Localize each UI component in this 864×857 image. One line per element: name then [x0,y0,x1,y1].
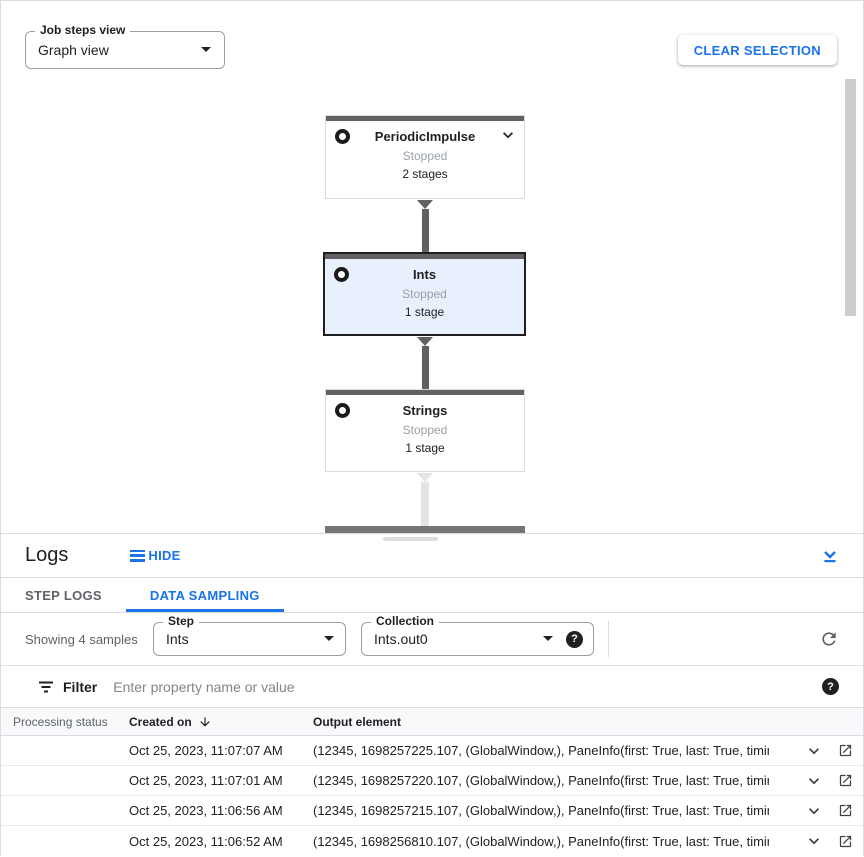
table-row[interactable]: Oct 25, 2023, 11:07:01 AM (12345, 169825… [1,766,863,796]
output-element-cell: (12345, 1698257215.107, (GlobalWindow,),… [313,803,769,818]
expand-row-icon[interactable] [804,741,824,761]
edge-arrowhead [417,473,433,482]
node-title: PeriodicImpulse [374,129,476,144]
expand-row-icon[interactable] [804,801,824,821]
collection-help-icon[interactable]: ? [566,630,583,648]
node-stages: 1 stage [405,441,445,455]
job-steps-view-value: Graph view [38,42,109,58]
collection-select-label: Collection [371,614,440,628]
collection-select-value: Ints.out0 [374,631,428,647]
dropdown-arrow-icon [543,636,553,641]
edge-arrowhead [417,337,433,346]
step-select-label: Step [163,614,200,628]
open-in-new-icon[interactable] [838,743,853,758]
logs-header: Logs HIDE [1,534,863,578]
node-status: Stopped [402,149,448,163]
processing-status-cell [1,743,129,758]
output-element-cell: (12345, 1698257220.107, (GlobalWindow,),… [313,773,769,788]
row-actions [769,801,863,821]
filter-icon [39,681,53,692]
graph-node-ints[interactable]: Ints Stopped 1 stage [323,252,526,336]
panel-resize-handle[interactable] [383,537,438,541]
step-select[interactable]: Step Ints [153,614,346,656]
step-select-value: Ints [166,631,189,647]
filter-input[interactable] [113,678,822,695]
column-processing-status: Processing status [13,714,108,729]
edge-ints-to-strings [417,337,433,389]
logs-panel-title: Logs [25,544,69,566]
tab-data-sampling[interactable]: DATA SAMPLING [125,578,284,612]
list-lines-icon [130,549,146,562]
open-in-new-icon[interactable] [838,803,853,818]
hide-label: HIDE [148,548,181,563]
graph-node-partial[interactable] [325,526,525,533]
dropdown-arrow-icon [324,636,334,641]
node-topbar [326,390,524,395]
node-title: Strings [402,403,448,418]
expand-row-icon[interactable] [804,831,824,851]
row-actions [769,741,863,761]
edge-line [421,482,429,526]
dropdown-arrow-icon [201,47,211,52]
column-created-on[interactable]: Created on [129,715,313,729]
table-row[interactable]: Oct 25, 2023, 11:07:07 AM (12345, 169825… [1,736,863,766]
processing-status-cell [1,803,129,818]
open-in-new-icon[interactable] [838,773,853,788]
transform-icon [335,129,350,144]
hide-logs-button[interactable]: HIDE [130,548,180,563]
job-steps-view-label: Job steps view [35,23,131,37]
open-in-new-icon[interactable] [838,834,853,849]
output-element-cell: (12345, 1698256810.107, (GlobalWindow,),… [313,833,769,849]
table-row[interactable]: Oct 25, 2023, 11:06:52 AM (12345, 169825… [1,826,863,856]
node-title: Ints [412,267,437,282]
logs-tabs: STEP LOGS DATA SAMPLING [1,578,863,613]
node-topbar [326,116,524,121]
created-on-cell: Oct 25, 2023, 11:06:56 AM [129,803,283,818]
node-topbar [325,254,524,259]
job-graph-section: Job steps view Graph view CLEAR SELECTIO… [1,1,863,533]
node-status: Stopped [402,287,447,301]
column-created-on-label: Created on [129,714,192,729]
refresh-icon[interactable] [819,629,839,649]
transform-icon [335,403,350,418]
collapse-panel-icon[interactable] [821,547,839,565]
sort-descending-icon[interactable] [198,715,212,729]
controls-divider [608,621,609,657]
clear-selection-button[interactable]: CLEAR SELECTION [677,35,837,65]
node-stages: 2 stages [402,167,448,181]
processing-status-cell [1,834,129,849]
node-stages: 1 stage [404,305,445,319]
filter-label: Filter [63,678,98,695]
processing-status-cell [1,773,129,788]
table-row[interactable]: Oct 25, 2023, 11:06:56 AM (12345, 169825… [1,796,863,826]
graph-node-periodicimpulse[interactable]: PeriodicImpulse Stopped 2 stages [325,115,525,199]
edge-strings-to-next [417,473,433,526]
tab-step-logs[interactable]: STEP LOGS [25,587,102,603]
row-actions [769,831,863,851]
expand-row-icon[interactable] [804,771,824,791]
node-status: Stopped [402,423,448,437]
output-element-cell: (12345, 1698257225.107, (GlobalWindow,),… [313,743,769,758]
sampling-controls-row: Showing 4 samples Step Ints Collection I… [1,613,863,666]
created-on-cell: Oct 25, 2023, 11:07:07 AM [129,743,283,758]
samples-summary: Showing 4 samples [25,631,138,647]
created-on-cell: Oct 25, 2023, 11:06:52 AM [129,833,283,849]
edge-line [421,346,429,389]
chevron-down-icon[interactable] [498,125,518,145]
transform-icon [334,267,349,282]
graph-node-strings[interactable]: Strings Stopped 1 stage [325,389,525,472]
filter-row: Filter ? [1,666,863,707]
created-on-cell: Oct 25, 2023, 11:07:01 AM [129,773,283,788]
job-steps-view-select[interactable]: Job steps view Graph view [25,23,225,69]
filter-help-icon[interactable]: ? [822,678,839,695]
column-output-element: Output element [313,714,402,729]
logs-panel: Logs HIDE STEP LOGS DATA SAMPLING Showin… [1,533,863,857]
edge-line [421,209,429,253]
edge-periodicimpulse-to-ints [417,200,433,253]
table-header: Processing status Created on Output elem… [1,707,863,736]
graph-vertical-scrollbar[interactable] [845,79,856,316]
row-actions [769,771,863,791]
edge-arrowhead [417,200,433,209]
collection-select[interactable]: Collection Ints.out0 ? [361,614,594,656]
